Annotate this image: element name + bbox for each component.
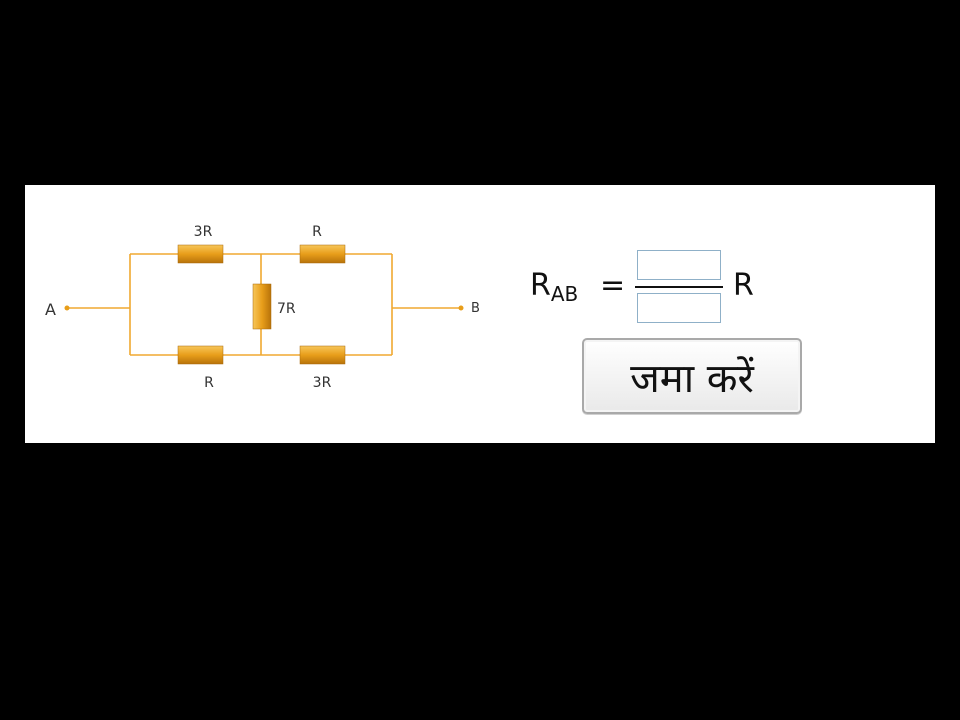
- label-middle: 7R: [277, 301, 296, 317]
- circuit-diagram: 3R R 7R R 3R A B: [45, 224, 480, 391]
- fraction-bar: [635, 286, 723, 288]
- terminal-a-label: A: [45, 300, 56, 319]
- question-panel: 3R R 7R R 3R A B RAB = R जमा करें: [25, 185, 935, 443]
- terminal-b-label: B: [471, 301, 480, 316]
- unit-label: R: [733, 268, 754, 303]
- resistor-top-left: [177, 244, 224, 264]
- numerator-input[interactable]: [637, 250, 721, 280]
- resistor-top-right: [299, 244, 346, 264]
- equation-label-main: R: [530, 268, 551, 303]
- equation-label-subscript: AB: [550, 282, 579, 306]
- label-bottom-right: 3R: [313, 375, 332, 391]
- terminal-b-dot: [458, 305, 464, 311]
- denominator-input[interactable]: [637, 293, 721, 323]
- resistor-middle: [252, 283, 272, 330]
- resistor-bottom-left: [177, 345, 224, 365]
- label-top-right: R: [312, 224, 322, 240]
- equation-label: RAB: [530, 268, 579, 306]
- label-bottom-left: R: [204, 375, 214, 391]
- submit-button[interactable]: जमा करें: [582, 338, 802, 414]
- equals-sign: =: [600, 268, 626, 303]
- terminal-a-dot: [64, 305, 70, 311]
- label-top-left: 3R: [194, 224, 213, 240]
- resistor-bottom-right: [299, 345, 346, 365]
